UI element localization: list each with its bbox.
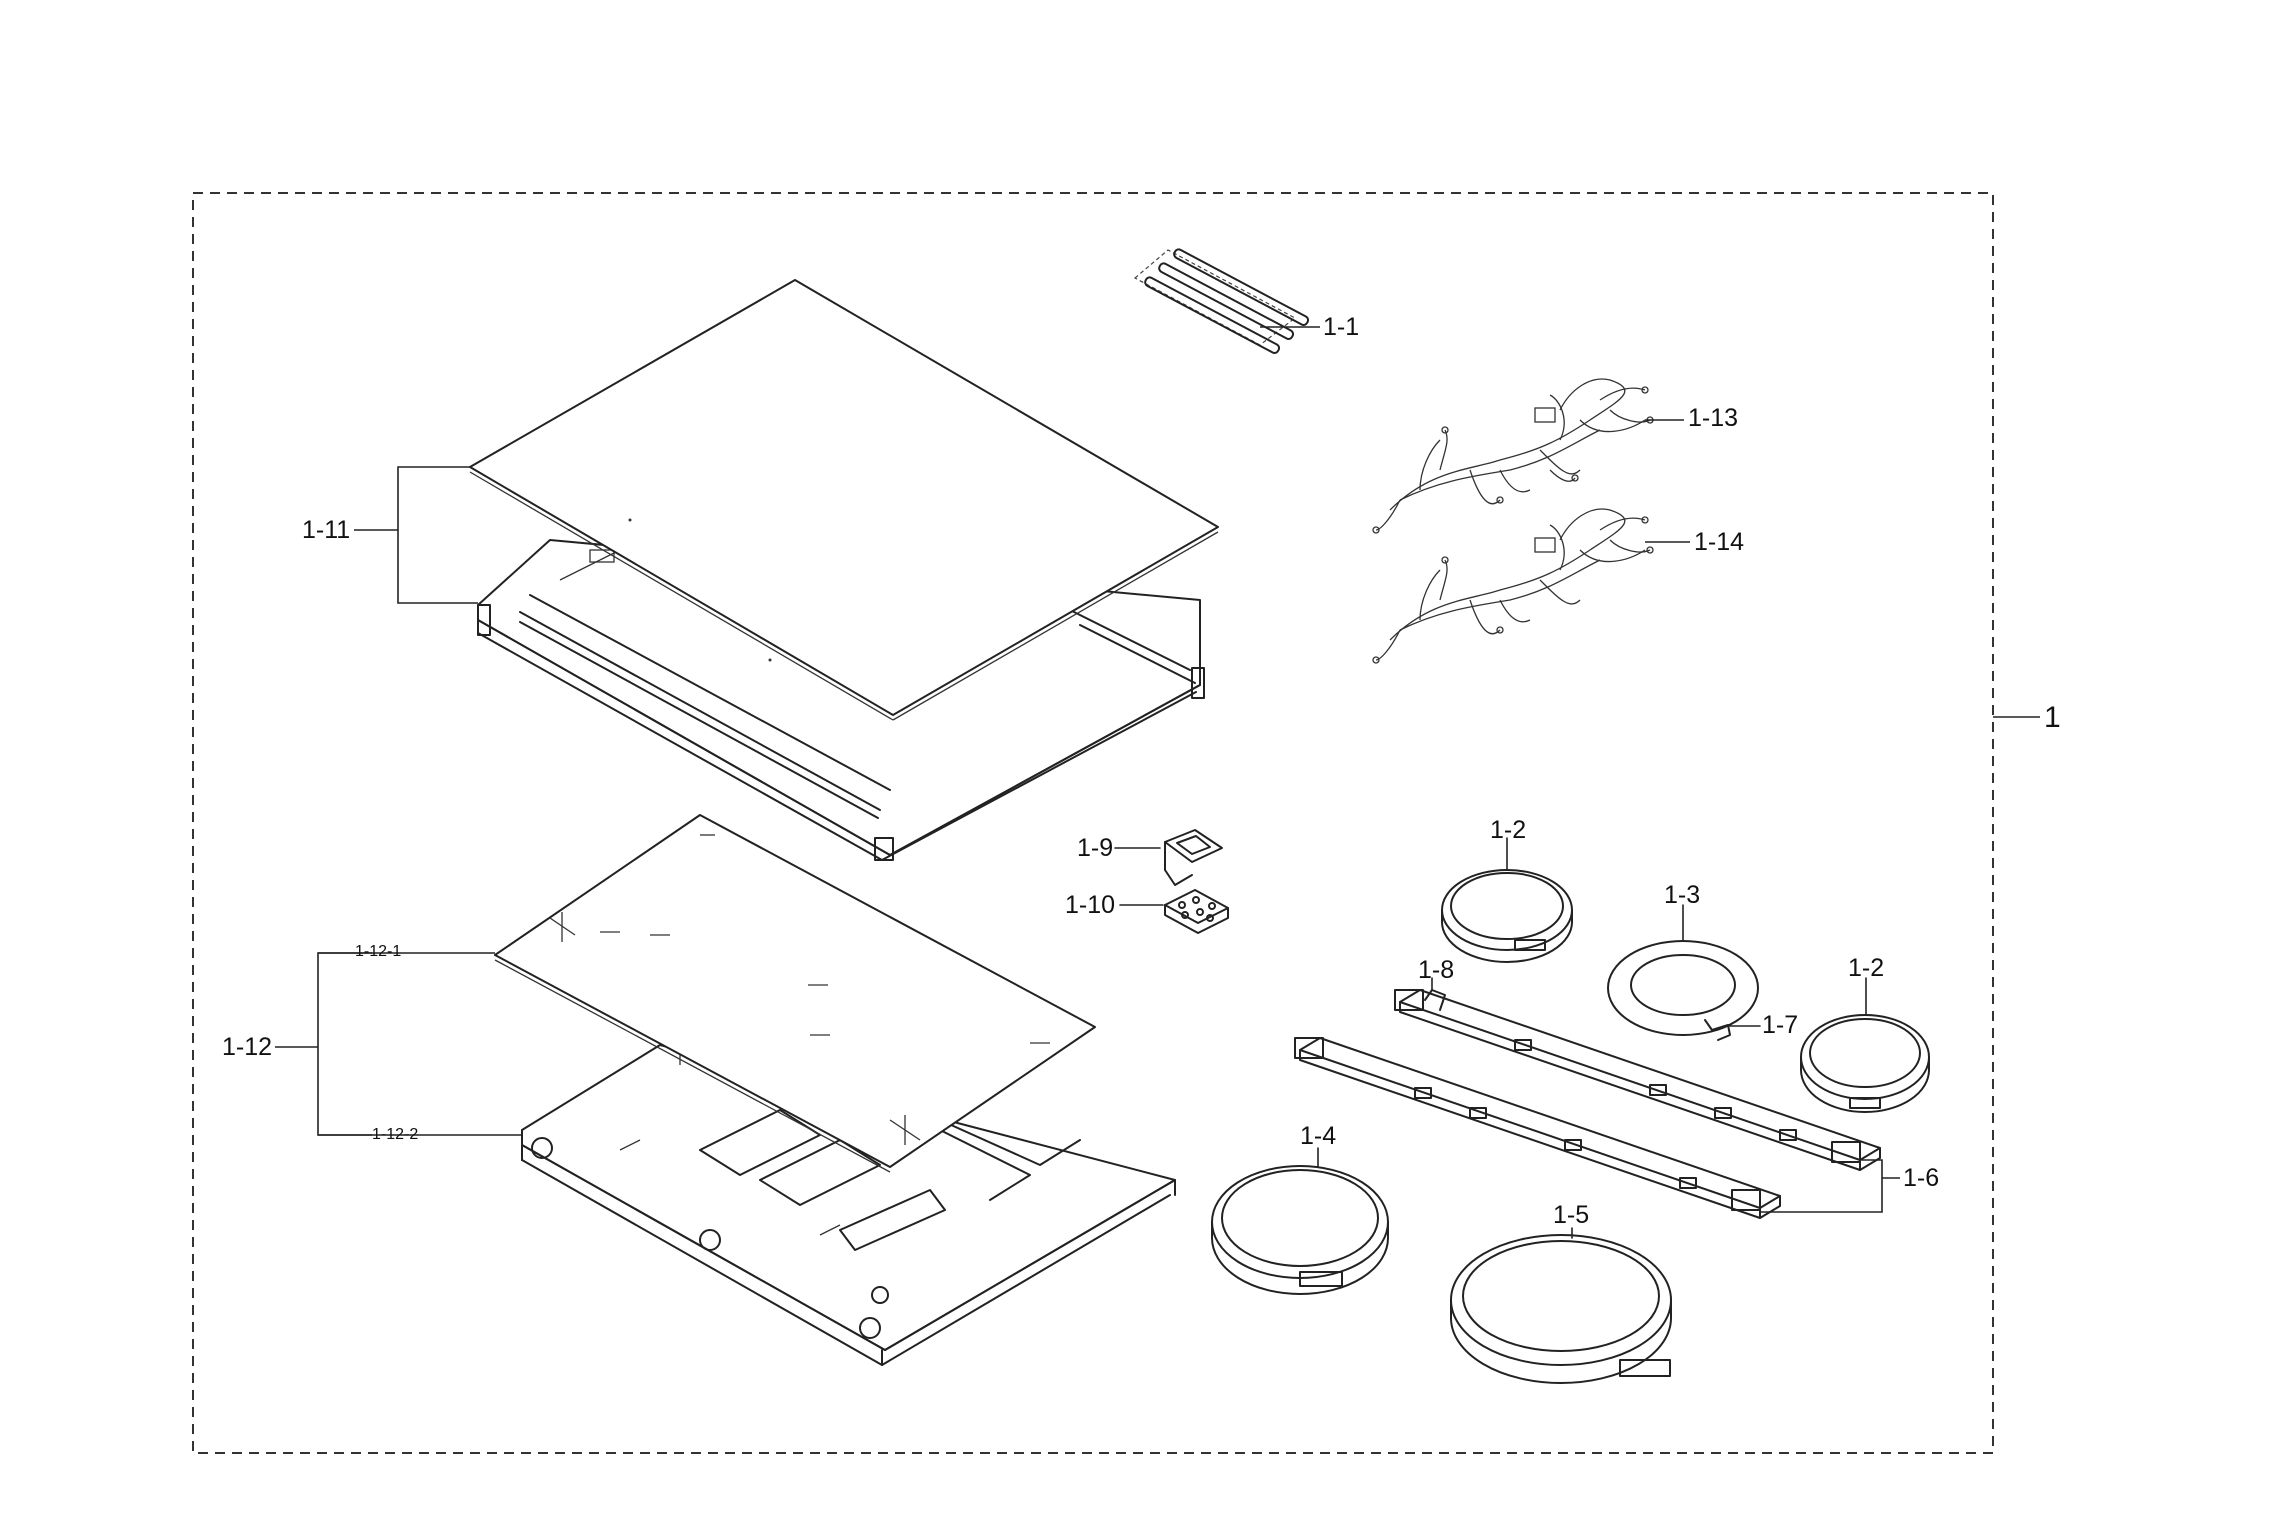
part-1-6-leader [1760, 1159, 1900, 1213]
callout-1-12-2: 1-12-2 [372, 1126, 419, 1143]
part-1-12-base-assembly [275, 814, 1176, 1366]
part-1-10-sensor-holder [1119, 889, 1229, 934]
part-1-4-coil-ring [1211, 1147, 1389, 1295]
callout-1-12-1: 1-12-1 [355, 943, 402, 960]
callout-1-4: 1-4 [1300, 1122, 1337, 1150]
callout-1-14: 1-14 [1694, 528, 1745, 556]
callout-1-8: 1-8 [1418, 956, 1455, 984]
callout-1-12: 1-12 [222, 1033, 273, 1061]
part-1-11-glass-top-assembly [354, 279, 1219, 861]
part-1-3-insulation-ring [1607, 904, 1759, 1036]
part-1-9-sensor [1114, 829, 1223, 886]
callout-1-11: 1-11 [302, 516, 351, 544]
assembly-boundary [192, 192, 1994, 1454]
part-1-7-clip [1704, 1019, 1761, 1041]
callout-1-9: 1-9 [1077, 834, 1114, 862]
part-1-1-clips [1133, 248, 1320, 354]
part-1-6-mounting-bracket-upper [1394, 989, 1881, 1171]
callout-1-5: 1-5 [1553, 1201, 1590, 1229]
part-1-8-clip [1424, 977, 1446, 1011]
part-1-2-coil-ring-right [1800, 977, 1930, 1113]
callout-1-2-upper: 1-2 [1490, 816, 1527, 844]
callout-1-6: 1-6 [1903, 1164, 1940, 1192]
part-1-13-wire-harness [1372, 378, 1684, 534]
callout-1-13: 1-13 [1688, 404, 1739, 432]
part-1-5-coil-ring [1450, 1227, 1672, 1384]
part-1-14-wire-harness [1372, 508, 1690, 664]
part-1-6-mounting-bracket-lower [1294, 1037, 1781, 1219]
callout-1-3: 1-3 [1664, 881, 1701, 909]
callout-1-1: 1-1 [1323, 313, 1360, 341]
part-1-2-coil-ring-upper [1441, 837, 1573, 963]
callout-1-10: 1-10 [1065, 891, 1116, 919]
callout-1-7: 1-7 [1762, 1011, 1799, 1039]
callout-assembly-1: 1 [2044, 701, 2061, 734]
callout-1-2-right: 1-2 [1848, 954, 1885, 982]
